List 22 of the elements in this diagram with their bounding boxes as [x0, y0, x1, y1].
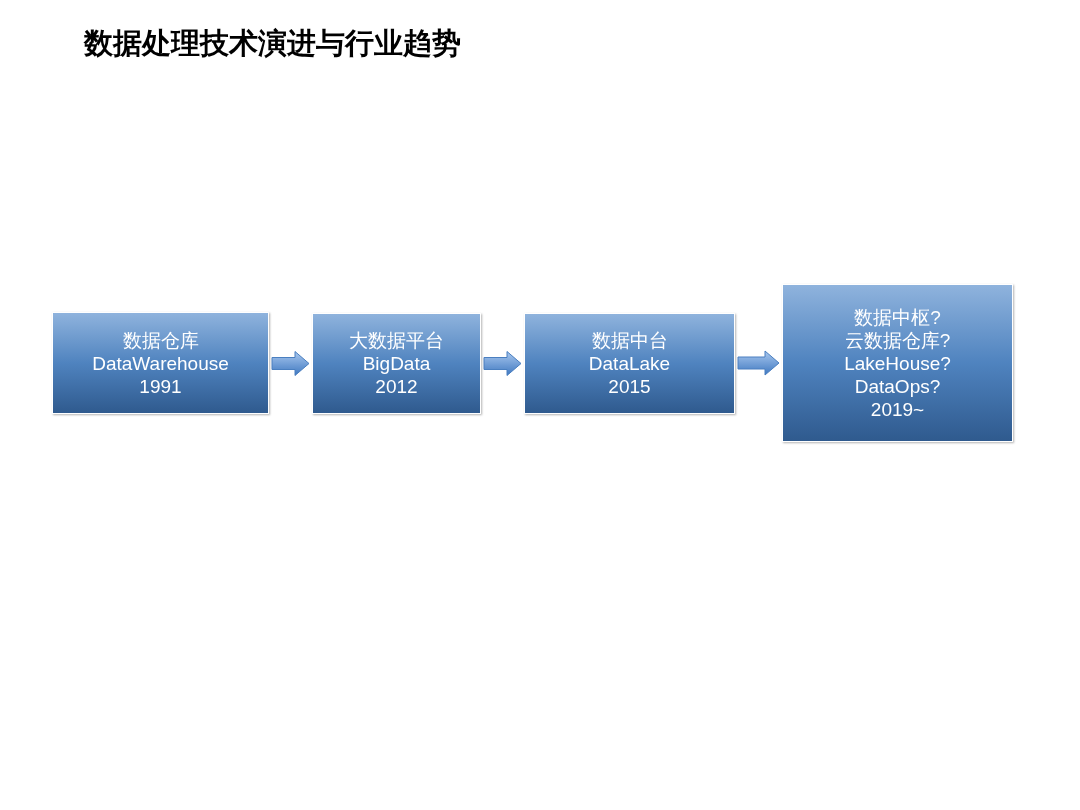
process-box: [782, 284, 1013, 442]
box-text: DataLake: [588, 352, 671, 375]
box-text: 大数据平台: [349, 329, 444, 352]
box-text: 云数据仓库?: [844, 328, 951, 352]
block-arrow: [737, 350, 780, 376]
box-text: 2015: [608, 375, 651, 398]
box-text: 2012: [375, 375, 418, 398]
box-text: DataWarehouse: [92, 351, 229, 375]
block-arrow: [271, 351, 310, 376]
box-text: DataOps?: [854, 374, 941, 398]
box-text: 数据仓库: [122, 328, 199, 352]
box-text: 数据中枢?: [854, 305, 941, 329]
box-text: 1991: [139, 374, 182, 398]
box-text: LakeHouse?: [844, 351, 951, 375]
box-text: 2019~: [870, 397, 925, 421]
process-box: [52, 312, 269, 414]
box-text: 数据中台: [591, 329, 668, 352]
process-box: [524, 313, 735, 414]
title: 数据处理技术演进与行业趋势: [84, 25, 461, 62]
box-text: BigData: [362, 352, 431, 375]
process-box: [312, 313, 481, 414]
block-arrow: [483, 351, 522, 376]
